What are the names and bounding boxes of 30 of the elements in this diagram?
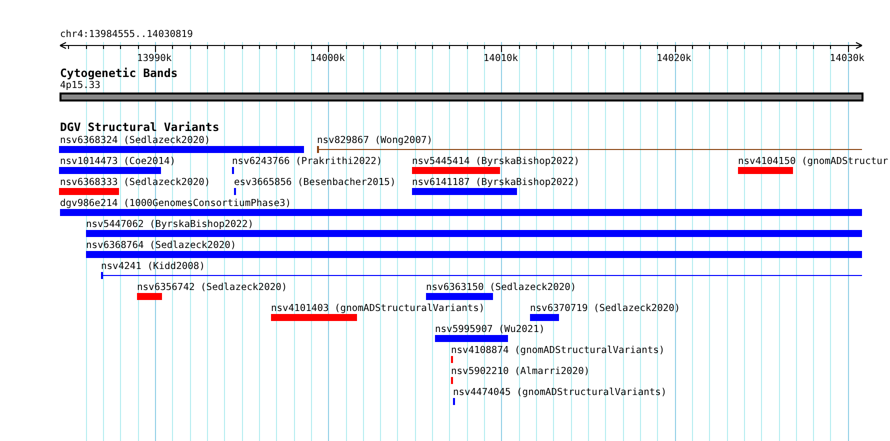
feature-label: nsv6356742 (Sedlazeck2020) [137, 282, 288, 294]
feature-label: nsv4108874 (gnomADStructuralVariants) [451, 345, 665, 357]
feature-label: nsv5447062 (ByrskaBishop2022) [86, 219, 254, 231]
feature-label: nsv4101403 (gnomADStructuralVariants) [271, 303, 485, 315]
feature-label: nsv6363150 (Sedlazeck2020) [426, 282, 576, 294]
track-title: Cytogenetic Bands [60, 67, 178, 79]
feature-label: nsv6141187 (ByrskaBishop2022) [412, 177, 580, 189]
feature-label: dgv986e214 (1000GenomesConsortiumPhase3) [60, 198, 292, 210]
feature-label: nsv5445414 (ByrskaBishop2022) [412, 156, 580, 168]
coordinate-label: chr4:13984555..14030819 [60, 29, 193, 41]
feature-label: nsv4474045 (gnomADStructuralVariants) [453, 387, 667, 399]
tick-label: 14020k [656, 53, 692, 65]
feature-label: esv3665856 (Besenbacher2015) [234, 177, 396, 189]
feature-label: nsv6368764 (Sedlazeck2020) [86, 240, 236, 252]
feature-label: nsv4241 (Kidd2008) [101, 261, 205, 273]
feature-label: nsv6368324 (Sedlazeck2020) [60, 135, 210, 147]
feature-label: nsv6368333 (Sedlazeck2020) [60, 177, 210, 189]
band-label: 4p15.33 [60, 80, 100, 92]
feature-label: nsv829867 (Wong2007) [317, 135, 433, 147]
feature-label: nsv5995907 (Wu2021) [435, 324, 545, 336]
feature-label: nsv4104150 (gnomADStructur [738, 156, 888, 168]
tick-label: 13990k [137, 53, 172, 65]
feature-label: nsv1014473 (Coe2014) [60, 156, 176, 168]
feature-label: nsv6370719 (Sedlazeck2020) [530, 303, 680, 315]
tick-label: 14010k [483, 53, 518, 65]
tick-label: 14000k [310, 53, 345, 65]
track-title: DGV Structural Variants [60, 121, 220, 133]
feature-label: nsv5902210 (Almarri2020) [451, 366, 590, 378]
feature-label: nsv6243766 (Prakrithi2022) [232, 156, 382, 168]
tick-label: 14030k [830, 53, 864, 65]
